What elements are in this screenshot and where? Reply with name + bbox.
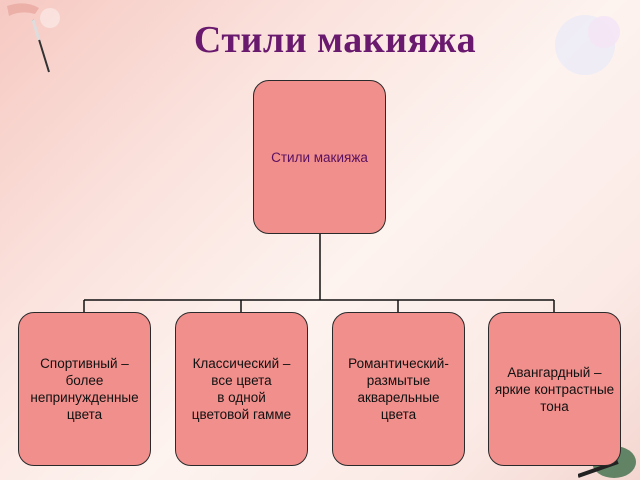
root-node: Стили макияжа <box>253 80 386 234</box>
child-node-romantic: Романтический- размытые акварельные цвет… <box>332 312 465 466</box>
page-title: Стили макияжа <box>193 19 477 61</box>
child-node-sport: Спортивный – более непринужденные цвета <box>18 312 151 466</box>
makeup-brush-icon <box>7 3 50 73</box>
child-node-avantgarde: Авангардный – яркие контрастные тона <box>488 312 621 466</box>
child-node-classic: Классический – все цвета в одной цветово… <box>175 312 308 466</box>
